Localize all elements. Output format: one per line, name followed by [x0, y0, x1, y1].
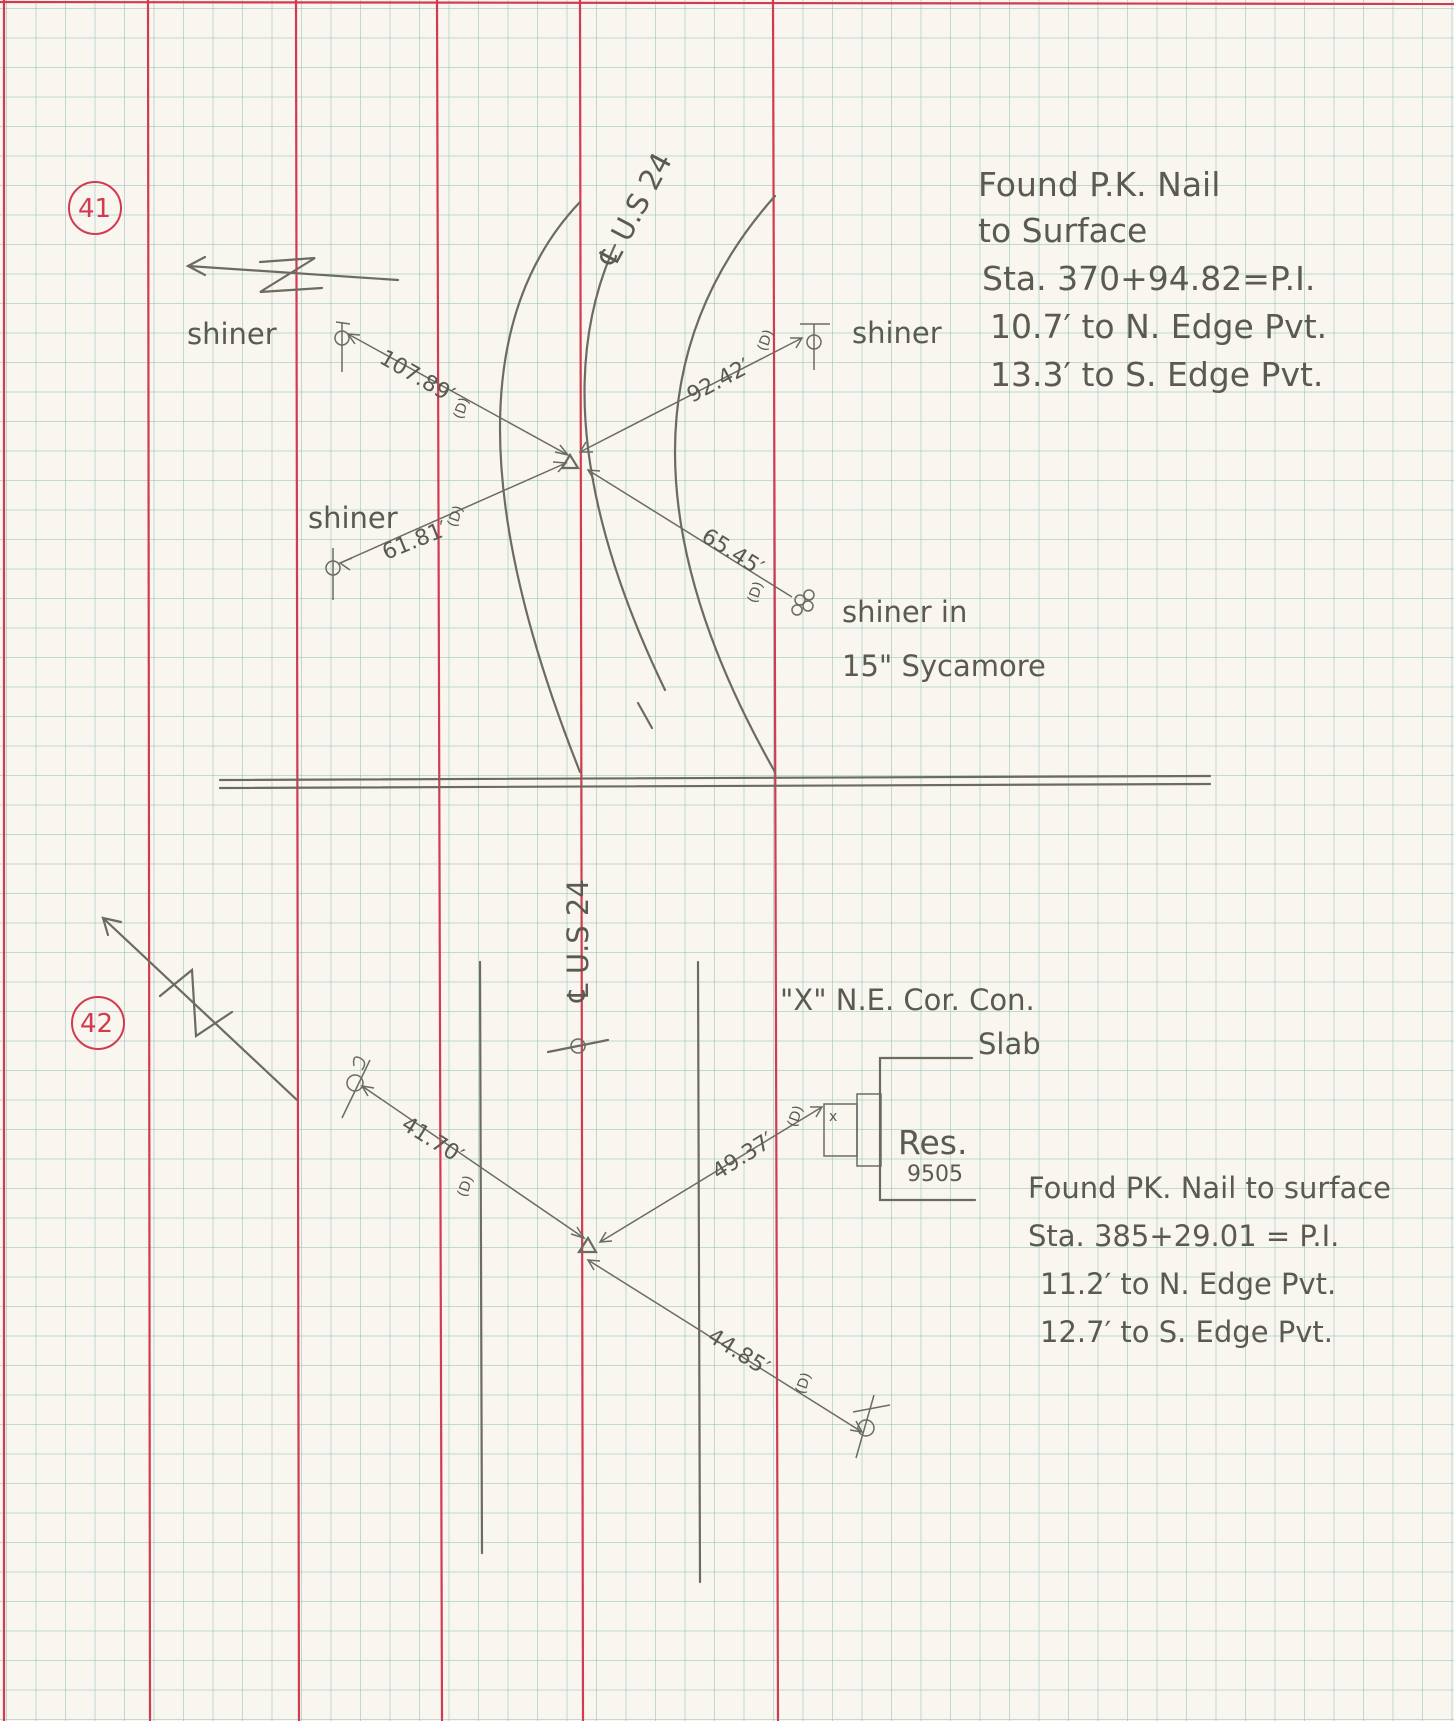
distance-label: 107.89′	[375, 346, 459, 409]
north-arrow	[101, 916, 299, 1102]
reference-label: "X" N.E. Cor. Con.	[780, 983, 1035, 1017]
station-note: Found PK. Nail to surface Sta. 385+29.01…	[1028, 1171, 1391, 1349]
tree-shiner-label: shiner in	[842, 595, 967, 629]
tie-line-se	[587, 469, 793, 598]
top-rule	[0, 0, 1454, 6]
sketch-number: 41	[78, 194, 111, 224]
distance-label: 49.37′	[708, 1128, 779, 1185]
column-rule	[435, 0, 444, 1721]
note-line: Sta. 370+94.82=P.I.	[982, 259, 1315, 298]
distance-label: 65.45′	[697, 524, 768, 581]
distance-mark: (D)	[451, 395, 473, 421]
shiner-nw-symbol	[334, 321, 351, 372]
centerline-dash	[636, 701, 654, 730]
shiner-label: shiner	[187, 317, 277, 351]
tree-shiner-label: 15" Sycamore	[842, 649, 1046, 683]
shiner-symbol	[852, 1394, 891, 1459]
column-rule	[146, 0, 152, 1721]
sketch-41: 41 ℄ U.S 24 shiner	[68, 147, 1327, 774]
reference-label: Slab	[978, 1027, 1041, 1061]
column-rule	[771, 0, 780, 1721]
column-rule	[578, 0, 585, 1721]
pi-marker	[576, 1235, 598, 1254]
north-arrow	[185, 255, 400, 294]
sketch-42: 42 ℄ U.S 24	[71, 879, 1391, 1584]
note-line: to Surface	[978, 211, 1147, 250]
station-note: Found P.K. Nail to Surface Sta. 370+94.8…	[978, 165, 1327, 394]
road-edge-north	[478, 960, 484, 1555]
note-line: Found PK. Nail to surface	[1028, 1171, 1391, 1205]
tie-line-ne	[579, 337, 803, 453]
distance-label: 44.85′	[703, 1324, 774, 1381]
tie-line-nw	[361, 1085, 585, 1239]
distance-mark: (D)	[445, 503, 467, 529]
shiner-symbol	[341, 1056, 371, 1119]
road-edge-south	[673, 194, 777, 774]
residence-label: Res.	[898, 1123, 967, 1162]
pi-marker	[560, 452, 580, 470]
column-rule	[294, 0, 301, 1721]
note-line: 13.3′ to S. Edge Pvt.	[990, 355, 1323, 394]
shiner-sw-symbol	[325, 548, 341, 600]
distance-mark: (D)	[745, 579, 767, 605]
highway-label: ℄ U.S 24	[591, 147, 679, 272]
tie-line-nw	[347, 333, 569, 456]
distance-mark: (D)	[755, 327, 777, 353]
sketch-number-circle	[71, 996, 125, 1050]
residence-number: 9505	[907, 1162, 963, 1187]
centerline-mark	[546, 1038, 610, 1054]
note-line: 10.7′ to N. Edge Pvt.	[990, 307, 1327, 346]
distance-label: 41.70′	[397, 1112, 468, 1169]
distance-mark: (D)	[455, 1173, 477, 1199]
shiner-label: shiner	[308, 501, 398, 535]
sycamore-tree-symbol	[791, 589, 815, 616]
distance-label: 92.42′	[683, 354, 755, 408]
note-line: Found P.K. Nail	[978, 165, 1220, 204]
note-line: 12.7′ to S. Edge Pvt.	[1040, 1315, 1333, 1349]
road-centerline	[583, 243, 667, 692]
tie-line-ne	[599, 1106, 823, 1243]
tie-line-se	[587, 1259, 863, 1433]
section-divider	[218, 782, 1212, 790]
highway-label: ℄ U.S 24	[561, 879, 595, 1003]
note-line: Sta. 385+29.01 = P.I.	[1028, 1219, 1339, 1253]
road-edge-south	[696, 960, 702, 1584]
section-divider	[218, 774, 1212, 782]
distance-mark: (D)	[785, 1103, 807, 1129]
sketch-number-circle	[68, 181, 122, 235]
road-edge-north	[498, 200, 582, 774]
shiner-label: shiner	[852, 316, 942, 350]
sketch-number: 42	[80, 1009, 113, 1039]
shiner-ne-symbol	[800, 323, 830, 370]
note-line: 11.2′ to N. Edge Pvt.	[1040, 1267, 1336, 1301]
residence-building	[823, 1056, 977, 1202]
distance-mark: (D)	[793, 1370, 815, 1396]
tie-line-sw	[339, 462, 567, 564]
x-mark: x	[829, 1109, 837, 1125]
